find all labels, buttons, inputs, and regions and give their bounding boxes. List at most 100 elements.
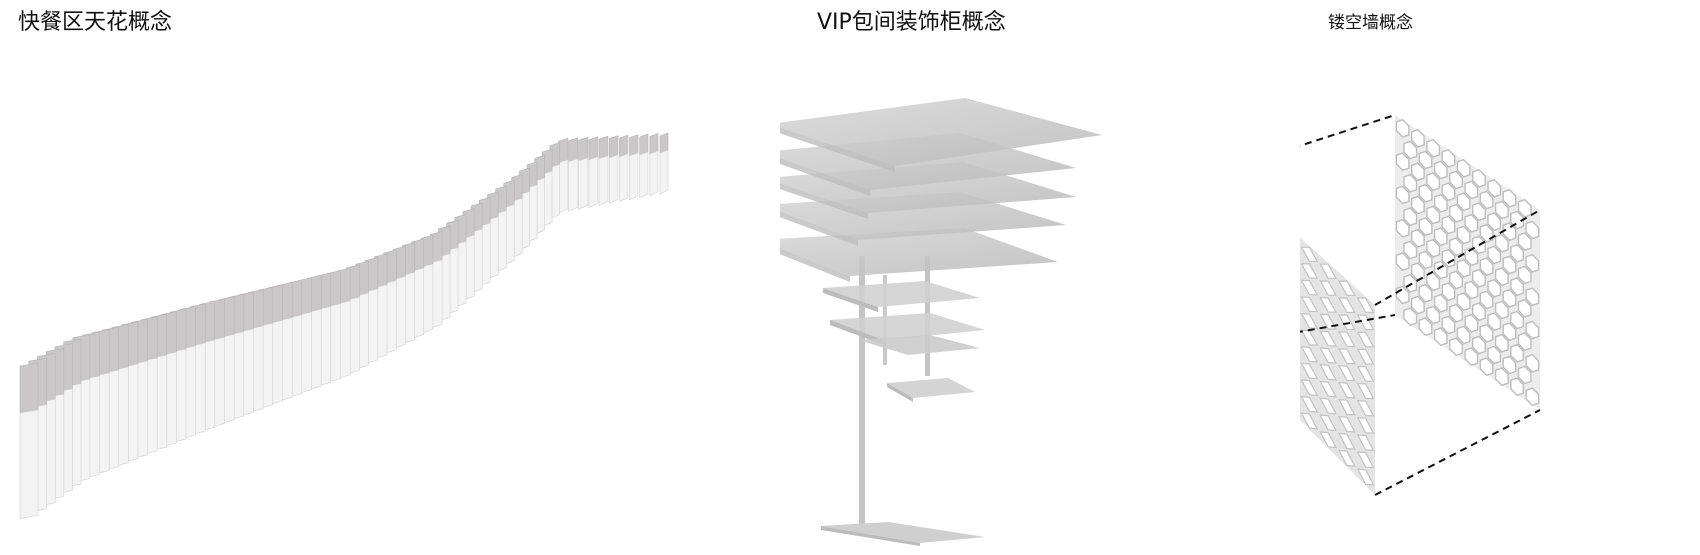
honeycomb-cell: [1441, 248, 1456, 268]
honeycomb-cell: [1502, 255, 1517, 275]
diamond-cell: [1356, 468, 1375, 486]
diamond-cell: [1356, 297, 1375, 314]
honeycomb-cell: [1426, 138, 1441, 158]
diamond-cell: [1300, 362, 1319, 380]
diamond-cell: [1356, 331, 1375, 348]
honeycomb-cell: [1426, 238, 1441, 258]
honeycomb-cell: [1433, 293, 1448, 313]
honeycomb-cell: [1441, 148, 1456, 168]
diamond-cell: [1319, 330, 1338, 347]
ceiling-fin: [598, 135, 609, 206]
honeycomb-cell: [1395, 252, 1410, 272]
cabinet-shelf-edge: [887, 383, 913, 402]
honeycomb-cell: [1525, 387, 1540, 407]
honeycomb-cell: [1471, 302, 1486, 322]
honeycomb-cell: [1395, 218, 1410, 238]
honeycomb-cell: [1479, 357, 1494, 377]
honeycomb-cell: [1479, 223, 1494, 243]
ceiling-fin: [578, 136, 589, 210]
diamond-cell: [1337, 399, 1356, 416]
honeycomb-cell: [1426, 205, 1441, 225]
honeycomb-cell: [1502, 322, 1517, 342]
diamond-cell: [1300, 395, 1319, 413]
diamond-cell: [1337, 280, 1356, 296]
honeycomb-cell: [1456, 225, 1471, 245]
ceiling-fin: [19, 362, 39, 520]
cabinet-stack-illustration: [780, 98, 1102, 546]
cabinet-slab: [780, 98, 1102, 166]
ceiling-fin: [619, 134, 629, 203]
honeycomb-cell: [1494, 367, 1509, 387]
cabinet-shelf-edge: [830, 320, 884, 345]
honeycomb-cell: [1502, 355, 1517, 375]
honeycomb-cell: [1433, 193, 1448, 213]
honeycomb-cell: [1410, 195, 1425, 215]
cabinet-shelf: [887, 378, 975, 398]
cabinet-post: [859, 256, 865, 531]
honeycomb-cell: [1464, 213, 1479, 233]
honeycomb-cell: [1510, 277, 1525, 297]
cabinet-slab-edge: [780, 248, 850, 282]
diamond-cell: [1319, 397, 1338, 415]
honeycomb-cell: [1433, 227, 1448, 247]
honeycomb-cell: [1517, 265, 1532, 285]
honeycomb-cell: [1410, 228, 1425, 248]
cabinet-base-edge: [821, 526, 920, 546]
honeycomb-cell: [1487, 178, 1502, 198]
honeycomb-cell: [1418, 150, 1433, 170]
diamond-cell: [1337, 365, 1356, 382]
honeycomb-cell: [1456, 192, 1471, 212]
honeycomb-cell: [1464, 313, 1479, 333]
dashed-back-edge: [1300, 314, 1396, 333]
diamond-cell: [1337, 331, 1356, 348]
ceiling-fin: [429, 231, 443, 329]
honeycomb-cell: [1525, 220, 1540, 240]
honeycomb-cell: [1441, 182, 1456, 202]
honeycomb-cell: [1441, 282, 1456, 302]
diamond-cell: [1356, 400, 1375, 417]
diamond-cell: [1356, 314, 1375, 331]
honeycomb-cell: [1525, 353, 1540, 373]
honeycomb-cell: [1403, 140, 1418, 160]
ceiling-fin: [639, 133, 649, 199]
honeycomb-cell: [1403, 207, 1418, 227]
honeycomb-cell: [1494, 200, 1509, 220]
diamond-cell: [1300, 379, 1319, 397]
honeycomb-cell: [1510, 243, 1525, 263]
honeycomb-cell: [1502, 288, 1517, 308]
honeycomb-cell: [1449, 270, 1464, 290]
honeycomb-cell: [1464, 180, 1479, 200]
diamond-cell: [1337, 297, 1356, 313]
honeycomb-cell: [1479, 290, 1494, 310]
honeycomb-cell: [1525, 320, 1540, 340]
honeycomb-cell: [1487, 312, 1502, 332]
cabinet-shelf: [830, 313, 985, 340]
honeycomb-cell: [1479, 323, 1494, 343]
dashed-mid-edge: [1374, 209, 1541, 306]
diamond-cell: [1300, 346, 1319, 363]
honeycomb-cell: [1502, 222, 1517, 242]
cabinet-slab-edge: [780, 127, 895, 172]
honeycomb-cell: [1418, 217, 1433, 237]
lattice-wall-illustration: [1300, 114, 1541, 496]
diamond-cell: [1356, 451, 1375, 469]
honeycomb-cell: [1510, 310, 1525, 330]
diamond-cell: [1319, 297, 1338, 313]
honeycomb-cell: [1449, 170, 1464, 190]
honeycomb-cell: [1479, 190, 1494, 210]
diamond-cell: [1319, 380, 1338, 398]
honeycomb-cell: [1517, 332, 1532, 352]
diamond-cell: [1319, 414, 1338, 432]
honeycomb-cell: [1433, 327, 1448, 347]
diamond-cell: [1356, 382, 1375, 400]
diamond-cell: [1300, 412, 1319, 430]
diamond-cell: [1300, 329, 1319, 346]
honeycomb-cell: [1426, 172, 1441, 192]
panel-title: VIP包间装饰柜概念: [817, 10, 1006, 35]
honeycomb-cell: [1517, 198, 1532, 218]
diamond-cell: [1319, 263, 1338, 280]
cabinet-slab-edge: [780, 183, 868, 219]
honeycomb-cell: [1449, 237, 1464, 257]
honeycomb-cell: [1449, 337, 1464, 357]
ceiling-fin: [629, 134, 639, 201]
